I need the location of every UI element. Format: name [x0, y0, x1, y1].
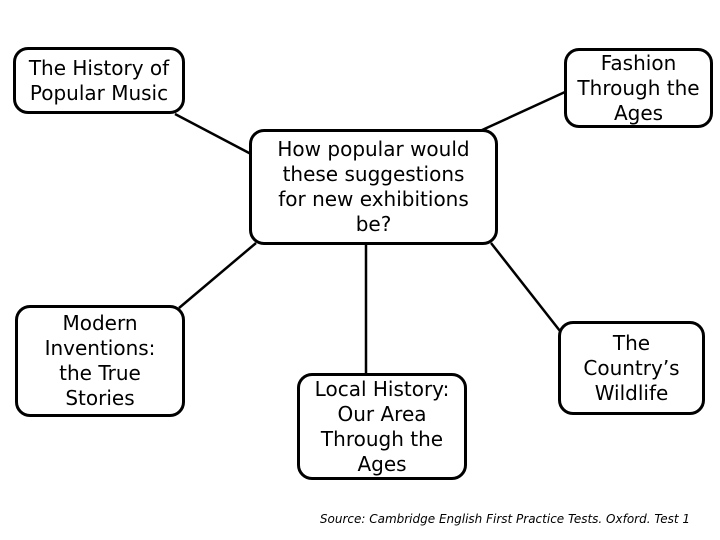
node-fashion-through-the-ages: Fashion Through the Ages [564, 48, 713, 128]
node-text-line: Our Area [337, 401, 427, 426]
node-text-line: Popular Music [29, 80, 169, 105]
connector-wildlife-center [490, 242, 561, 332]
node-central-question: How popular would these suggestions for … [249, 129, 498, 245]
node-text-line: The History of [28, 55, 170, 80]
node-text-line: Modern [62, 311, 138, 335]
node-text-line: The [612, 330, 651, 355]
node-modern-inventions: Modern Inventions: the True Stories [15, 305, 185, 417]
node-local-history: Local History: Our Area Through the Ages [297, 373, 467, 480]
connector-modern-center [178, 242, 257, 309]
node-text-line: Fashion [600, 50, 677, 75]
node-text-line: the True [59, 361, 141, 385]
node-text-line: Country’s [583, 355, 680, 380]
source-citation: Source: Cambridge English First Practice… [319, 512, 690, 526]
node-text-line: Through the [577, 75, 700, 100]
node-history-of-popular-music: The History of Popular Music [13, 47, 185, 114]
node-text-line: Inventions: [44, 336, 156, 360]
node-text-line: How popular would [277, 137, 470, 161]
node-text-line: Ages [357, 451, 407, 476]
node-text-line: for new exhibitions [278, 187, 469, 211]
connector-fashion-center [479, 90, 566, 133]
node-text-line: Through the [320, 426, 444, 451]
node-text-line: Local History: [314, 376, 450, 401]
node-text-line: Wildlife [594, 380, 669, 405]
node-text-line: Ages [613, 100, 664, 125]
node-text-line: be? [355, 212, 392, 236]
node-text-line: Stories [65, 386, 135, 410]
connector-history-center [174, 112, 252, 156]
node-countrys-wildlife: The Country’s Wildlife [558, 321, 705, 415]
node-text-line: these suggestions [282, 162, 465, 186]
